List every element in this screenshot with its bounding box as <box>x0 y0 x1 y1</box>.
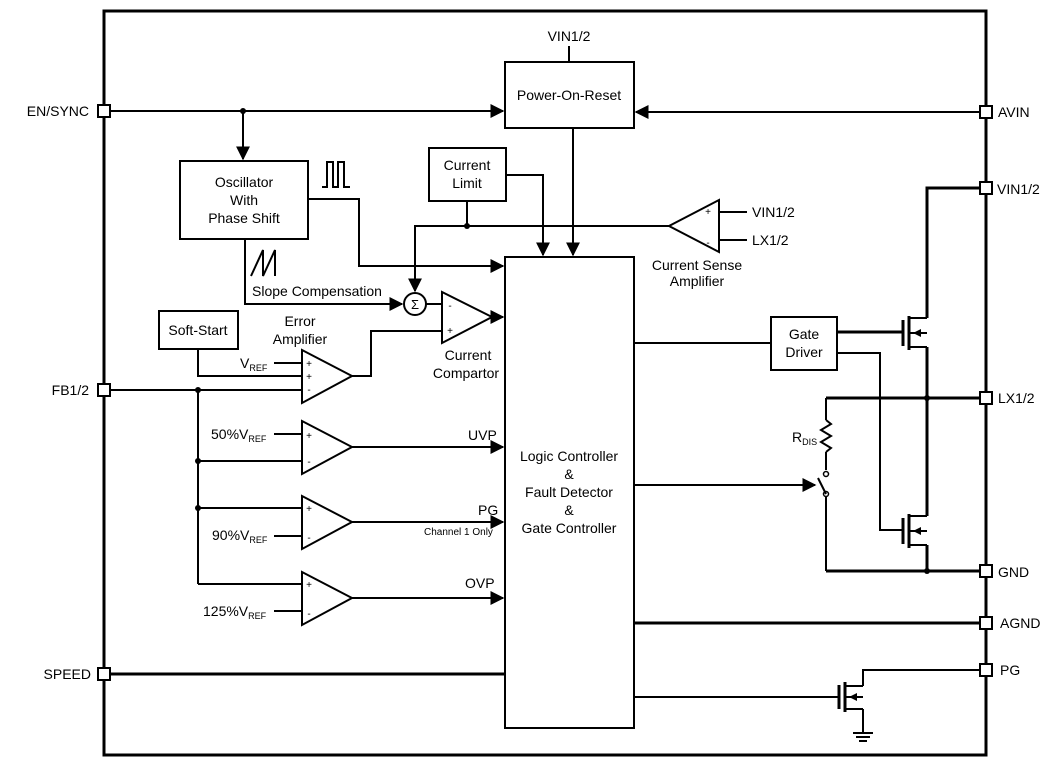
slope-comp-label: Slope Compensation <box>252 283 382 299</box>
channel1-label: Channel 1 Only <box>424 527 493 538</box>
pin-avin-label: AVIN <box>998 104 1030 120</box>
current-limit-to-logic-wire <box>506 174 550 257</box>
gate-driver-line2: Driver <box>785 344 823 360</box>
power-on-reset-block: Power-On-Reset <box>504 61 635 129</box>
low-side-gate-wire <box>837 352 903 531</box>
summing-node: Σ <box>403 292 427 316</box>
uvp-ref-label: 50%VREF <box>211 426 267 444</box>
svg-text:-: - <box>307 385 310 396</box>
power-on-reset-label: Power-On-Reset <box>517 87 621 103</box>
pin-en-sync-label: EN/SYNC <box>27 103 89 119</box>
svg-text:+: + <box>306 504 312 515</box>
ovp-ref-label: 125%VREF <box>203 603 267 621</box>
ovp-comparator: + - <box>301 570 355 627</box>
osc-line3: Phase Shift <box>208 210 280 226</box>
svg-text:-: - <box>307 457 310 468</box>
soft-start-block: Soft-Start <box>158 310 239 350</box>
vref-label: VREF <box>240 355 268 373</box>
pin-pg-label: PG <box>1000 662 1020 678</box>
pin-lx: LX1/2 <box>979 390 1035 406</box>
svg-text:+: + <box>306 359 312 370</box>
logic-line1: Logic Controller <box>520 448 618 464</box>
logic-controller-block: Logic Controller & Fault Detector & Gate… <box>504 256 635 729</box>
pg-pin-wire <box>862 669 980 686</box>
oscillator-block: Oscillator With Phase Shift <box>179 160 309 240</box>
svg-text:+: + <box>306 431 312 442</box>
pin-lx-label: LX1/2 <box>998 390 1035 406</box>
slope-comp-wire <box>244 239 404 311</box>
logic-line4: & <box>564 502 574 518</box>
cs-in-plus-label: VIN1/2 <box>752 204 795 220</box>
pin-fb: FB1/2 <box>52 382 111 398</box>
svg-text:+: + <box>705 207 711 218</box>
clock-pulse-icon <box>322 161 350 188</box>
current-limit-line2: Limit <box>452 175 482 191</box>
gate-driver-block: Gate Driver <box>770 316 838 371</box>
error-amplifier: + + - Error Amplifier <box>273 313 355 405</box>
soft-start-wire <box>197 349 302 377</box>
vin-rail-wire <box>925 186 980 318</box>
discharge-switch <box>817 477 827 495</box>
uvp-label: UVP <box>468 427 497 443</box>
current-sense-amplifier: + - VIN1/2 LX1/2 Current Sense Amplifier <box>652 198 795 289</box>
pin-avin: AVIN <box>979 104 1030 120</box>
ea-to-comp-wire <box>352 330 442 377</box>
svg-text:-: - <box>307 533 310 544</box>
svg-text:+: + <box>447 326 453 337</box>
gate-driver-line1: Gate <box>789 326 820 342</box>
logic-line3: Fault Detector <box>525 484 613 500</box>
pin-agnd: AGND <box>979 615 1040 631</box>
svg-text:-: - <box>448 301 451 312</box>
pin-gnd: GND <box>979 564 1029 580</box>
rdis-label: RDIS <box>792 429 817 447</box>
vin-top-label: VIN1/2 <box>548 28 591 44</box>
pg-ref-label: 90%VREF <box>212 527 268 545</box>
pin-speed-label: SPEED <box>44 666 91 682</box>
low-side-mosfet <box>901 514 927 548</box>
svg-text:-: - <box>706 238 709 249</box>
pg-mosfet <box>837 682 863 712</box>
error-amp-label1: Error <box>284 313 315 329</box>
osc-line1: Oscillator <box>215 174 274 190</box>
pin-vin: VIN1/2 <box>979 181 1040 197</box>
cs-amp-label2: Amplifier <box>670 273 725 289</box>
pin-agnd-label: AGND <box>1000 615 1040 631</box>
switch-contact-top <box>822 470 830 478</box>
current-comparator: - + Current Compartor <box>433 290 499 381</box>
pin-gnd-label: GND <box>998 564 1029 580</box>
uvp-comparator: + - <box>301 419 355 476</box>
pin-fb-label: FB1/2 <box>52 382 90 398</box>
pin-en-sync: EN/SYNC <box>27 103 111 119</box>
ovp-label: OVP <box>465 575 495 591</box>
pin-pg: PG <box>979 662 1020 678</box>
current-limit-line1: Current <box>444 157 491 173</box>
pg-signal-label: PG <box>478 502 498 518</box>
cs-amp-label1: Current Sense <box>652 257 742 273</box>
current-comp-label1: Current <box>445 347 492 363</box>
svg-text:Σ: Σ <box>411 297 419 312</box>
soft-start-label: Soft-Start <box>168 322 227 338</box>
current-limit-block: Current Limit <box>428 147 507 202</box>
ground-icon <box>853 732 873 742</box>
logic-line5: Gate Controller <box>522 520 617 536</box>
logic-line2: & <box>564 466 574 482</box>
pin-vin-label: VIN1/2 <box>997 181 1040 197</box>
svg-text:-: - <box>307 609 310 620</box>
sawtooth-icon <box>250 249 276 277</box>
osc-to-logic-wire <box>308 198 505 273</box>
cs-amp-output-wire <box>408 225 669 293</box>
rdis-resistor <box>819 419 833 453</box>
pin-speed: SPEED <box>44 666 111 682</box>
pg-comparator: + - <box>301 494 355 551</box>
svg-text:+: + <box>306 372 312 383</box>
current-comp-label2: Compartor <box>433 365 499 381</box>
cs-in-minus-label: LX1/2 <box>752 232 789 248</box>
svg-text:+: + <box>306 580 312 591</box>
high-side-mosfet <box>901 316 927 350</box>
osc-line2: With <box>230 192 258 208</box>
error-amp-label2: Amplifier <box>273 331 328 347</box>
